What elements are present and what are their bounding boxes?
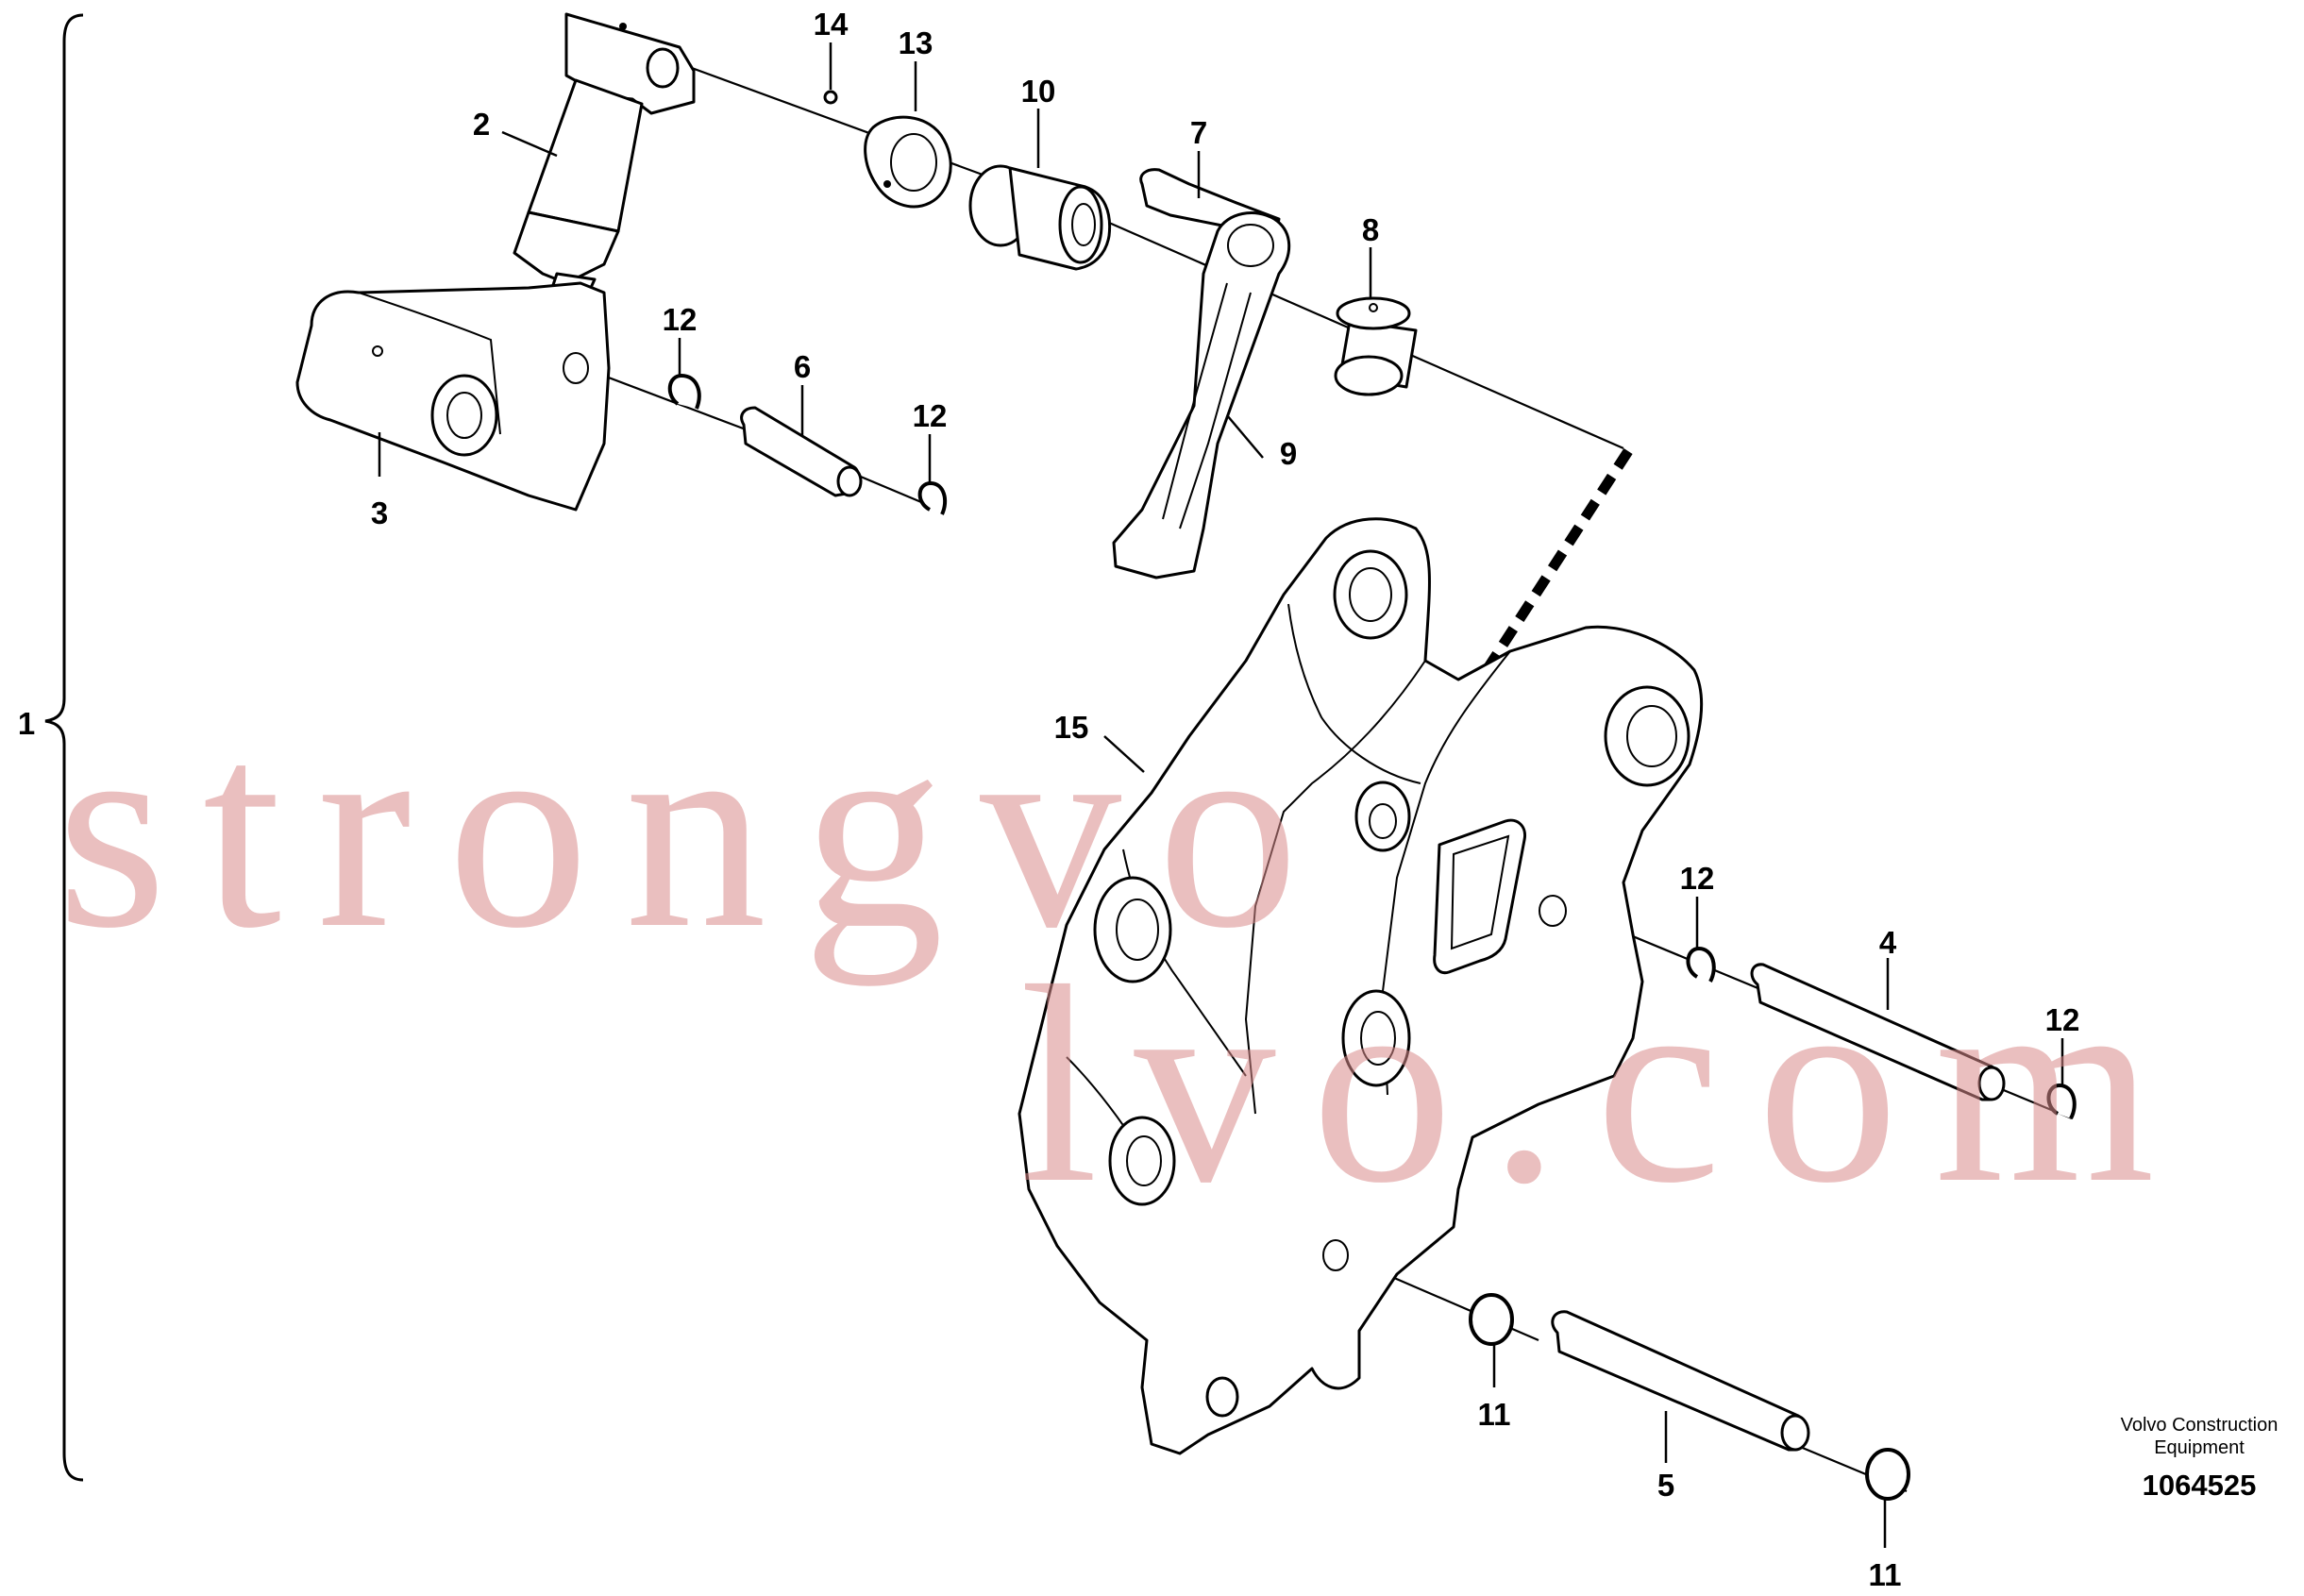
part-pin-6 <box>740 406 863 497</box>
caption-block: Volvo Construction Equipment 1064525 <box>2121 1415 2279 1502</box>
assembly-bracket <box>44 13 84 1482</box>
callout-9: 9 <box>1280 436 1297 471</box>
callout-6: 6 <box>794 349 811 384</box>
callout-13: 13 <box>899 25 933 60</box>
callout-4: 4 <box>1879 925 1897 960</box>
watermark-continuation: lvo.com <box>1019 928 2191 1241</box>
callout-8: 8 <box>1362 212 1379 247</box>
caption-company-2: Equipment <box>2154 1437 2245 1458</box>
callout-5: 5 <box>1657 1468 1674 1503</box>
part-cylinder <box>513 12 696 323</box>
caption-company: Volvo Construction <box>2121 1415 2279 1436</box>
part-lever-body <box>295 281 611 512</box>
callout-15: 15 <box>1054 710 1089 745</box>
callout-10: 10 <box>1021 74 1056 109</box>
callout-11-right: 11 <box>1869 1557 1902 1592</box>
callout-11-left: 11 <box>1478 1397 1511 1432</box>
callout-leaders <box>378 42 2064 1548</box>
callout-12-d: 12 <box>2045 1002 2080 1037</box>
callout-3: 3 <box>371 496 388 530</box>
part-flange-plate <box>864 115 952 209</box>
retaining-rings <box>667 374 2077 1501</box>
part-bushing-small <box>1334 296 1418 396</box>
callout-12-b: 12 <box>913 398 948 433</box>
part-bushing <box>968 164 1112 271</box>
callout-2: 2 <box>473 107 490 142</box>
watermark: strongvo <box>57 673 1335 987</box>
document-number: 1064525 <box>2143 1469 2257 1502</box>
part-pin-4 <box>1750 963 2006 1101</box>
callout-1: 1 <box>18 706 35 741</box>
callout-14: 14 <box>814 7 849 42</box>
callout-7: 7 <box>1190 115 1207 150</box>
callout-12-a: 12 <box>663 302 698 337</box>
part-coupler-body <box>1017 517 1704 1455</box>
part-screw <box>823 90 838 105</box>
callout-12-c: 12 <box>1680 861 1715 896</box>
part-handle-arm <box>1112 211 1291 580</box>
callout-labels: 1 2 3 4 5 6 7 8 9 10 11 11 12 12 12 12 1… <box>18 7 2080 1592</box>
part-pin-5 <box>1551 1310 1810 1452</box>
